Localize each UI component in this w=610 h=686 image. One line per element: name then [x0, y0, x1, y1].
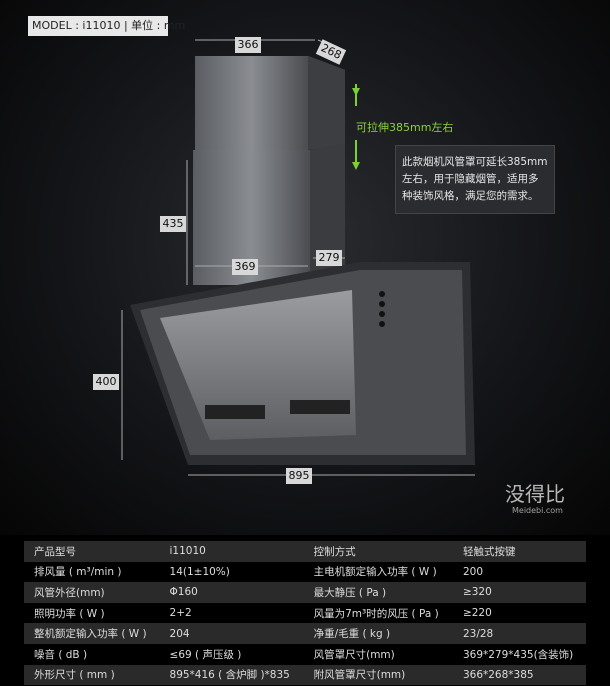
spec-value: 14(1±10%) — [169, 565, 230, 578]
range-hood-illustration — [121, 39, 475, 476]
extension-label: 可拉伸385mm左右 — [356, 121, 454, 134]
spec-label: 外形尺寸 ( mm ) — [34, 669, 115, 682]
dim-lower-width: 369 — [232, 259, 258, 275]
spec-value: 366*268*385 — [462, 668, 534, 681]
spec-value: Φ160 — [169, 586, 198, 599]
spec-row: 风管外径(mm) Φ160 最大静压 ( Pa ) ≥320 — [24, 582, 586, 603]
spec-value: ≤69 ( 声压级 ) — [169, 648, 242, 661]
spec-row: 整机额定输入功率 ( W ) 204 净重/毛重 ( kg ) 23/28 — [24, 623, 586, 644]
spec-table: 产品型号 i11010 控制方式 轻触式按键排风量 ( m³/min ) 14(1±10… — [24, 541, 586, 686]
spec-row: 噪音 ( dB ) ≤69 ( 声压级 ) 风管罩尺寸(mm) 369*279*435… — [24, 644, 586, 665]
spec-label: 照明功率 ( W ) — [34, 607, 105, 620]
model-label: MODEL : i11010 | 单位 : mm — [28, 16, 185, 36]
extension-note: 此款烟机风管罩可延长385mm左右，用于隐藏烟管，适用多种装饰风格，满足您的需求… — [395, 145, 555, 214]
spec-label: 最大静压 ( Pa ) — [313, 586, 387, 599]
watermark-url: Meidebi.com — [512, 506, 563, 515]
dim-top-width: 366 — [235, 37, 261, 53]
spec-label: 附风管罩尺寸(mm) — [313, 669, 406, 682]
spec-value: 轻触式按键 — [462, 545, 516, 558]
spec-label: 整机额定输入功率 ( W ) — [34, 628, 147, 641]
lower-duct-cover — [193, 150, 310, 285]
dim-body-width: 895 — [286, 468, 312, 484]
spec-value: 23/28 — [462, 627, 494, 640]
upper-duct-cover — [195, 56, 308, 150]
watermark: 没得比 — [505, 482, 565, 506]
spec-label: 控制方式 — [313, 545, 356, 558]
spec-label: 主电机额定输入功率 ( W ) — [313, 566, 437, 579]
spec-value: 204 — [169, 627, 190, 640]
spec-value: 200 — [462, 565, 483, 578]
spec-label: 排风量 ( m³/min ) — [34, 566, 122, 579]
spec-label: 产品型号 — [34, 545, 76, 558]
dim-lower-depth: 279 — [316, 250, 342, 266]
spec-value: 895*416 ( 含炉脚 )*835 — [169, 669, 290, 682]
spec-row: 排风量 ( m³/min ) 14(1±10%) 主电机额定输入功率 ( W ) 20… — [24, 562, 586, 583]
spec-value: ≥320 — [462, 586, 492, 599]
spec-label: 风管罩尺寸(mm) — [313, 648, 395, 661]
dim-lower-height: 435 — [160, 216, 186, 232]
spec-value: 2+2 — [169, 607, 192, 620]
spec-label: 风管外径(mm) — [34, 586, 105, 599]
dim-body-height: 400 — [93, 374, 119, 390]
product-stage: MODEL : i11010 | 单位 : mm 366 268 435 369… — [0, 0, 610, 535]
spec-value: ≥220 — [462, 607, 492, 620]
spec-label: 噪音 ( dB ) — [34, 648, 88, 661]
spec-label: 净重/毛重 ( kg ) — [313, 628, 391, 641]
spec-value: 369*279*435(含装饰) — [462, 648, 574, 661]
spec-row: 照明功率 ( W ) 2+2 风量为7m³时的风压 ( Pa ) ≥220 — [24, 603, 586, 624]
spec-label: 风量为7m³时的风压 ( Pa ) — [313, 607, 439, 620]
spec-value: i11010 — [169, 545, 206, 558]
spec-row: 外形尺寸 ( mm ) 895*416 ( 含炉脚 )*835 附风管罩尺寸(mm)… — [24, 664, 586, 686]
spec-row: 产品型号 i11010 控制方式 轻触式按键 — [24, 541, 586, 562]
